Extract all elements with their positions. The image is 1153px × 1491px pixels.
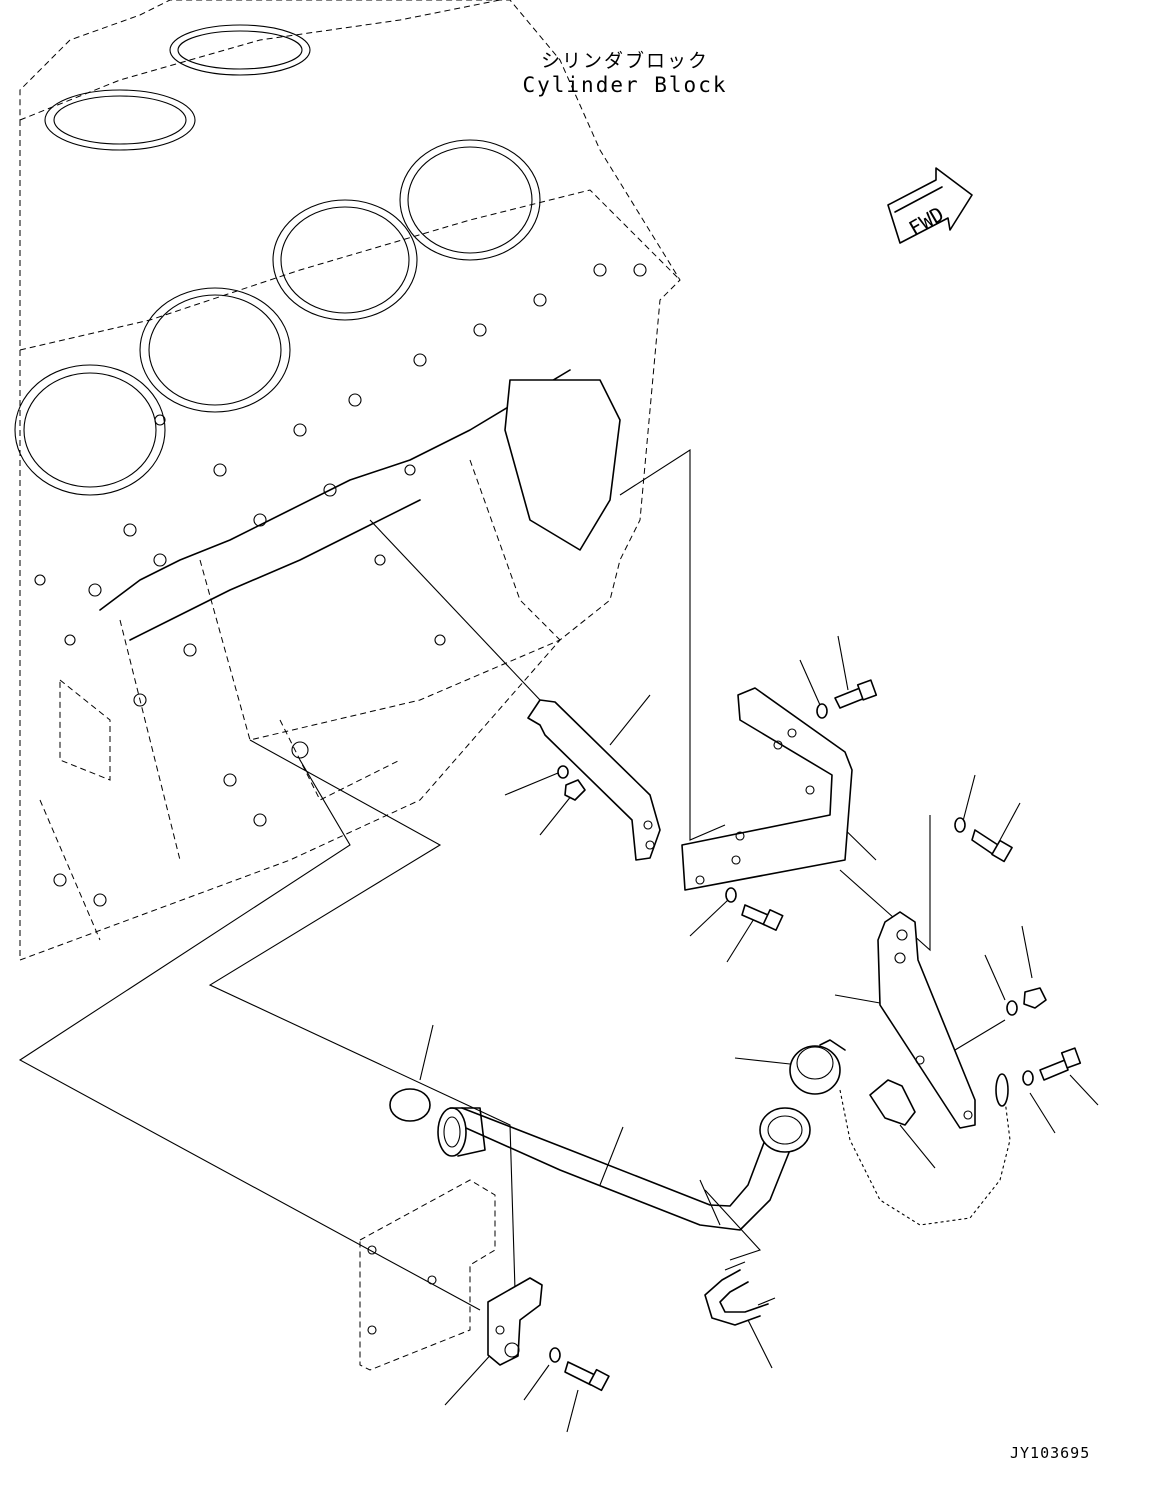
bracket-u — [681, 687, 853, 891]
figure-code: JY103695 — [1010, 1444, 1091, 1462]
block-holes — [34, 263, 647, 907]
filler-tube — [437, 1107, 811, 1231]
panel-plate — [359, 1179, 496, 1371]
cylinder-block-label-en: Cylinder Block — [522, 73, 728, 97]
o-ring — [389, 1088, 431, 1122]
cylinder-block-label: シリンダブロック Cylinder Block — [520, 50, 730, 98]
cylinder-block-label-jp: シリンダブロック — [540, 50, 709, 72]
bracket-small — [527, 699, 661, 861]
u-bolt — [704, 1261, 776, 1326]
knob — [869, 1079, 916, 1126]
retaining-chain — [839, 1089, 1011, 1226]
fwd-arrow-icon — [887, 167, 973, 244]
filler-cap — [789, 1039, 846, 1095]
leader-lines — [18, 448, 1099, 1433]
bracket-strap — [877, 911, 976, 1129]
chain-tab — [995, 1073, 1009, 1107]
clamp-plate — [487, 1277, 543, 1366]
hardware — [549, 679, 1082, 1392]
cylinder-block — [14, 0, 681, 961]
